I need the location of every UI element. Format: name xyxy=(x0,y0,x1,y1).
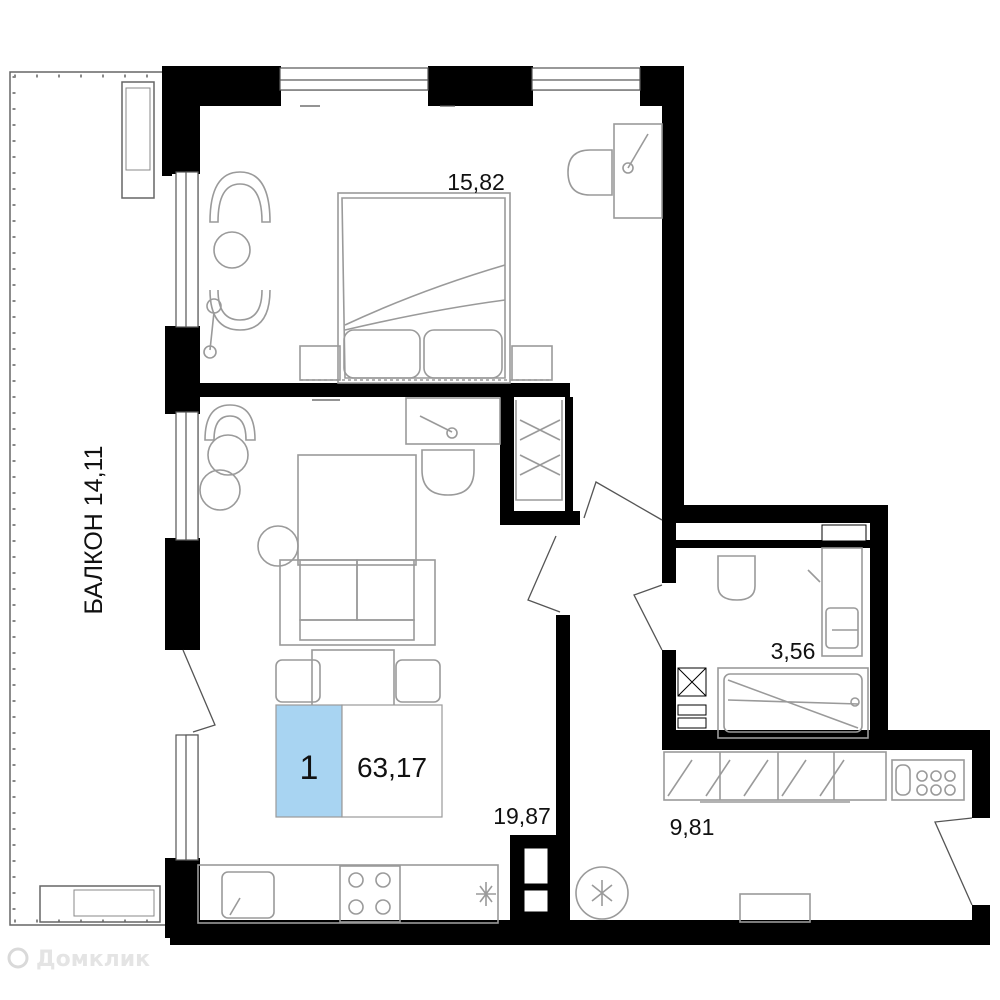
room-area-bathroom: 3,56 xyxy=(771,638,816,664)
furniture xyxy=(197,123,965,924)
walls xyxy=(162,66,990,945)
duct-cross xyxy=(677,667,707,697)
balcony-cabinet-bottom xyxy=(39,885,161,923)
watermark-text: Домклик xyxy=(36,947,150,972)
total-area-box xyxy=(341,704,443,818)
watermark-logo-icon xyxy=(7,947,29,969)
room-area-living: 19,87 xyxy=(493,803,551,829)
balcony-cabinet-top-inner xyxy=(125,87,151,171)
room-area-bedroom: 15,82 xyxy=(447,169,505,195)
wall-cutouts xyxy=(523,524,867,913)
room-count: 1 xyxy=(300,749,319,787)
balcony-label: БАЛКОН 14,11 xyxy=(80,446,108,615)
watermark: Домклик xyxy=(7,947,150,972)
room-area-hall: 9,81 xyxy=(670,814,715,840)
windows xyxy=(175,67,641,861)
balcony xyxy=(9,71,165,926)
balcony-cabinet-bottom-inner xyxy=(73,889,155,917)
total-area: 63,17 xyxy=(357,752,427,783)
room-count-badge xyxy=(275,704,343,818)
doors xyxy=(182,481,973,906)
window-sills xyxy=(300,105,455,401)
balcony-cabinet-top xyxy=(121,81,155,199)
